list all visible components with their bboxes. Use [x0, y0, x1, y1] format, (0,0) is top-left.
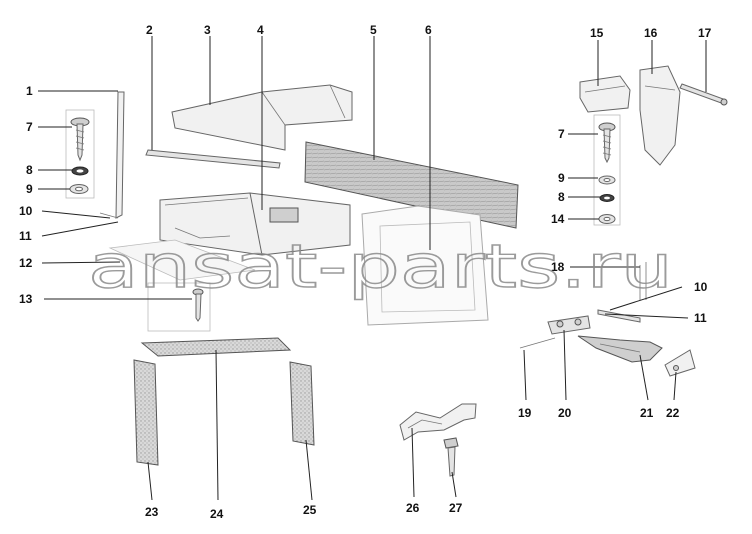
part-5-long-panel [304, 141, 519, 229]
label-9-left: 9 [26, 182, 33, 196]
label-6: 6 [425, 23, 432, 37]
flat-washer-icon [598, 175, 616, 185]
label-24: 24 [210, 507, 224, 521]
label-2: 2 [146, 23, 153, 37]
part-13-screw [147, 282, 211, 332]
watermark-text: ansat-parts.ru [88, 232, 673, 302]
label-8-left: 8 [26, 163, 33, 177]
spring-washer-icon [71, 166, 89, 176]
screw-icon [70, 117, 90, 162]
label-3: 3 [204, 23, 211, 37]
label-7-right: 7 [558, 127, 565, 141]
part-labels: 1 2 3 4 5 6 7 8 9 10 11 12 13 15 16 17 7… [19, 23, 712, 521]
latch-assembly [519, 262, 696, 377]
label-11-left: 11 [19, 229, 32, 243]
screw-icon [598, 122, 616, 164]
label-27: 27 [449, 501, 463, 515]
label-19: 19 [518, 406, 532, 420]
label-25: 25 [303, 503, 317, 517]
leader-lines [38, 36, 707, 501]
part-12-bracket [108, 239, 256, 281]
label-26: 26 [406, 501, 420, 515]
fastener-group-right [593, 114, 621, 226]
hinge-icon [579, 65, 728, 166]
label-16: 16 [644, 26, 658, 40]
label-14: 14 [551, 212, 565, 226]
fastener-group-left [65, 109, 95, 199]
label-13: 13 [19, 292, 33, 306]
label-10-left: 10 [19, 204, 33, 218]
part-2-strip [145, 149, 281, 169]
bolt-icon [443, 437, 459, 477]
label-11-right: 11 [694, 311, 707, 325]
label-23: 23 [145, 505, 159, 519]
label-1: 1 [26, 84, 33, 98]
part-24-mat [140, 337, 292, 357]
part-1-seal-strip [99, 91, 125, 219]
label-5: 5 [370, 23, 377, 37]
part-6-rear-panel [361, 205, 489, 326]
label-10-right: 10 [694, 280, 708, 294]
part-26-handle [399, 403, 477, 441]
label-20: 20 [558, 406, 572, 420]
label-4: 4 [257, 23, 264, 37]
nut-icon [598, 214, 616, 224]
label-22: 22 [666, 406, 680, 420]
part-23-side-mat [133, 359, 159, 466]
flat-washer-icon [69, 184, 89, 194]
label-21: 21 [640, 406, 654, 420]
handle-icon [577, 335, 663, 363]
label-8-right: 8 [558, 190, 565, 204]
label-7-left: 7 [26, 120, 33, 134]
label-15: 15 [590, 26, 604, 40]
part-4-box [159, 192, 351, 256]
label-18: 18 [551, 260, 565, 274]
label-17: 17 [698, 26, 712, 40]
label-12: 12 [19, 256, 33, 270]
spring-washer-icon [599, 194, 615, 202]
label-9-right: 9 [558, 171, 565, 185]
part-25-side-mat [289, 361, 315, 446]
